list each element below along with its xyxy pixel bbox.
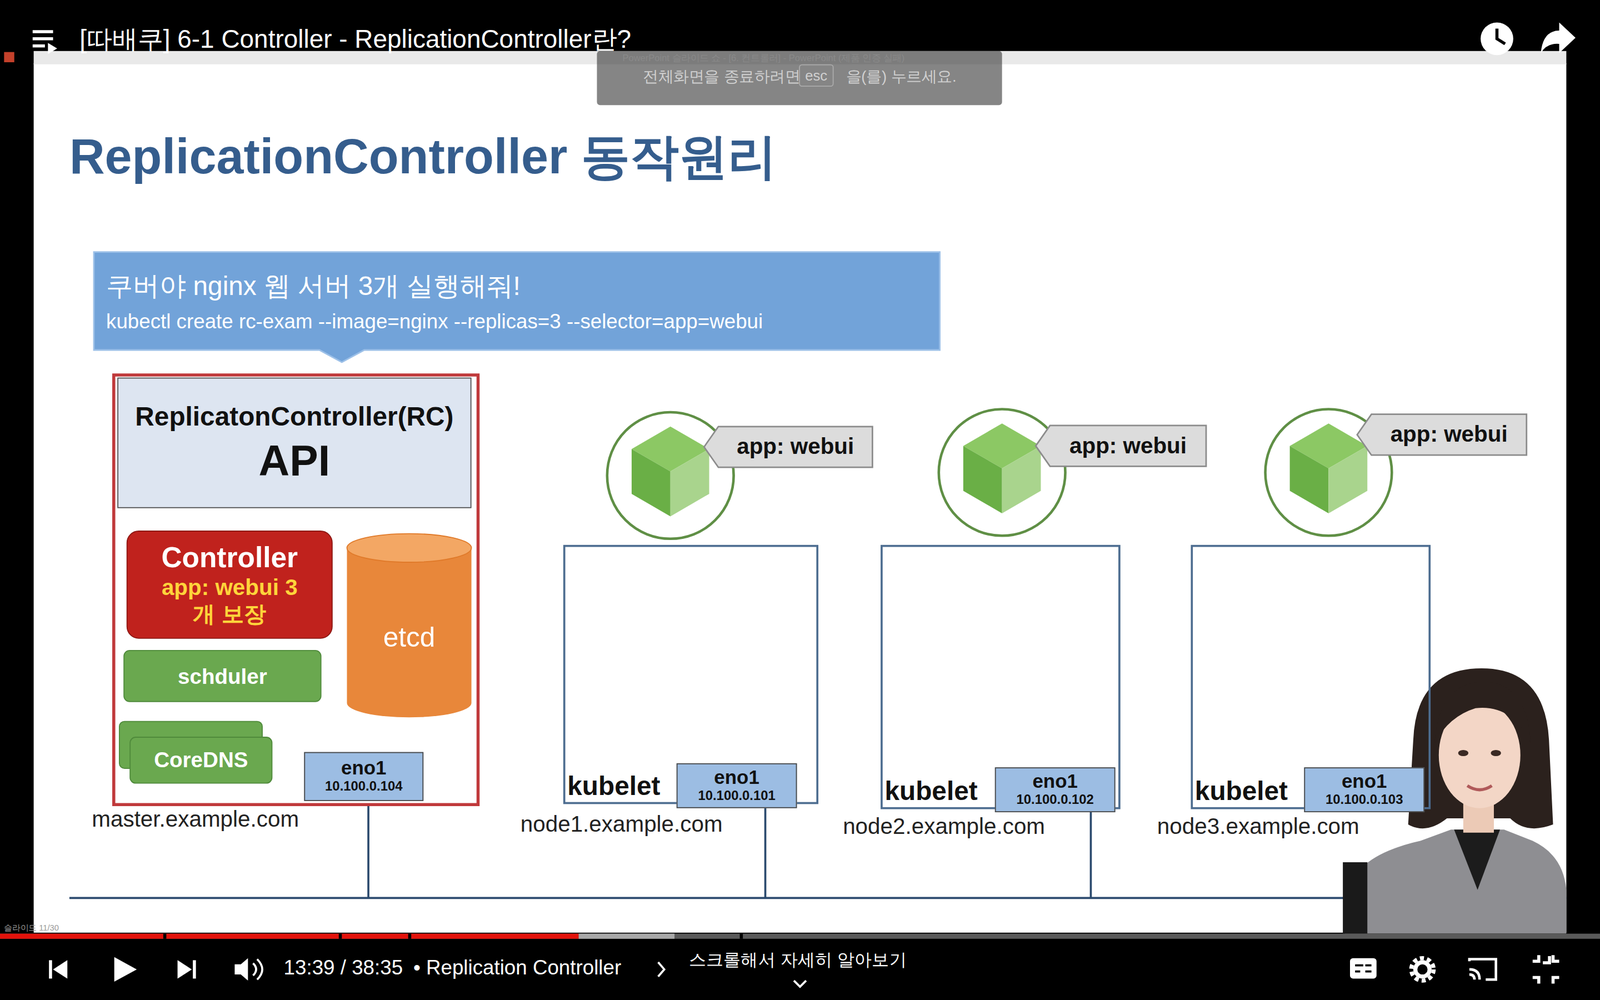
chevron-icon	[793, 980, 807, 987]
tag-shape	[703, 426, 873, 468]
app-icon	[3, 52, 14, 63]
chapter-title: • Replication Controller	[413, 956, 622, 980]
agent-name: kubelet	[884, 777, 978, 805]
clock-hands	[1496, 28, 1505, 44]
fullscreen-exit-icon	[1532, 955, 1560, 984]
etcd-cylinder: etcd	[346, 533, 472, 718]
ip-address: 10.100.0.103	[1325, 793, 1403, 808]
tag-shape	[1357, 414, 1527, 455]
volume-waves	[253, 959, 263, 980]
menu-icon	[32, 31, 54, 47]
chevron-icon	[658, 962, 665, 977]
share-icon	[1540, 22, 1575, 53]
worker-node-box: kubeletnode1.example.comeno110.100.0.101	[563, 545, 819, 805]
component-name: CoreDNS	[153, 747, 248, 773]
worker-node-box: kubeletnode3.example.comeno110.100.0.103	[1190, 545, 1431, 810]
ip-address: 10.100.0.101	[697, 788, 775, 804]
nic-box: eno110.100.0.103	[1303, 767, 1425, 813]
overlay-hint: 전체화면을 종료하려면	[642, 67, 800, 87]
component-name: schduler	[177, 663, 268, 689]
cast-icon	[1469, 959, 1497, 980]
ip-address: 10.100.0.104	[325, 780, 403, 795]
slide-title: ReplicationController 동작원리	[69, 124, 778, 190]
pod-circle	[938, 409, 1066, 537]
worker-node-box: kubeletnode2.example.comeno110.100.0.102	[880, 545, 1121, 810]
nic-box: eno110.100.0.102	[995, 767, 1116, 813]
ip-address: 10.100.0.102	[1016, 793, 1094, 808]
controller-rule: app: webui 3개 보장	[158, 573, 302, 628]
label-tag: app: webui	[1035, 425, 1207, 467]
progress-track	[0, 933, 1600, 939]
window-title: PowerPoint 슬라이드 쇼 - [6. 컨트롤러] - PowerPoi…	[622, 52, 905, 66]
clock-icon	[1480, 22, 1514, 55]
interface-name: eno1	[341, 758, 387, 780]
label-text: app: webui	[1390, 421, 1508, 449]
controller-box: Controllerapp: webui 3개 보장	[126, 530, 333, 639]
caption-icon	[1355, 965, 1372, 972]
component-box: schduler	[123, 650, 322, 703]
overlay-panel	[596, 51, 1002, 105]
api-box: ReplicatonController(RC)API	[117, 377, 472, 509]
speech-shape	[93, 252, 940, 363]
container-cube	[963, 423, 1042, 514]
speech-bubble: 쿠버야 nginx 웹 서버 3개 실행해줘! kubectl create rc…	[93, 252, 940, 350]
slide-counter: 슬라이드 11/30	[3, 922, 59, 934]
container-cube	[631, 426, 710, 517]
host-name: node2.example.com	[842, 813, 1045, 840]
interface-name: eno1	[1032, 771, 1078, 793]
settings-icon	[1415, 962, 1430, 977]
progress-buffer	[578, 933, 675, 939]
overlay-hint: 을(를) 누르세요.	[846, 67, 957, 87]
slide-background	[33, 63, 1567, 933]
progress-played	[0, 933, 579, 939]
interface-name: eno1	[713, 767, 759, 789]
nic-box: eno110.100.0.101	[676, 763, 798, 809]
time-display: 13:39 / 38:35	[283, 956, 403, 980]
tag-shape	[1035, 425, 1207, 467]
label-tag: app: webui	[703, 426, 873, 468]
component-title: ReplicatonController(RC)	[135, 400, 454, 433]
play-icon	[47, 42, 58, 54]
cylinder-body	[346, 547, 472, 718]
chapter-gap	[163, 933, 743, 939]
container-cube	[1290, 423, 1368, 514]
label-tag: app: webui	[1357, 414, 1527, 455]
component-name: Controller	[161, 541, 298, 575]
settings-icon	[1411, 958, 1434, 981]
scroll-hint: 스크롤해서 자세히 알아보기	[688, 947, 907, 972]
key-hint: esc	[798, 64, 834, 87]
agent-name: kubelet	[1195, 777, 1288, 805]
component-name: etcd	[383, 621, 436, 654]
label-text: app: webui	[1069, 432, 1187, 460]
request-text: 쿠버야 nginx 웹 서버 3개 실행해줘!	[106, 268, 521, 304]
host-name: node1.example.com	[520, 811, 723, 838]
label-text: app: webui	[736, 433, 854, 461]
host-name: node3.example.com	[1157, 813, 1360, 840]
component-name: API	[258, 436, 331, 485]
agent-name: kubelet	[567, 772, 660, 799]
host-name: master.example.com	[91, 806, 299, 833]
network-wire	[69, 803, 1567, 898]
video-title: [따배쿠] 6-1 Controller - ReplicationContro…	[79, 22, 632, 57]
nic-box: eno110.100.0.104	[303, 752, 424, 802]
master-node-box: master.example.comReplicatonController(R…	[112, 373, 480, 807]
command-text: kubectl create rc-exam --image=nginx --r…	[106, 310, 763, 334]
component-box: CoreDNS	[129, 736, 273, 784]
cylinder-top	[346, 533, 472, 563]
interface-name: eno1	[1341, 771, 1387, 793]
